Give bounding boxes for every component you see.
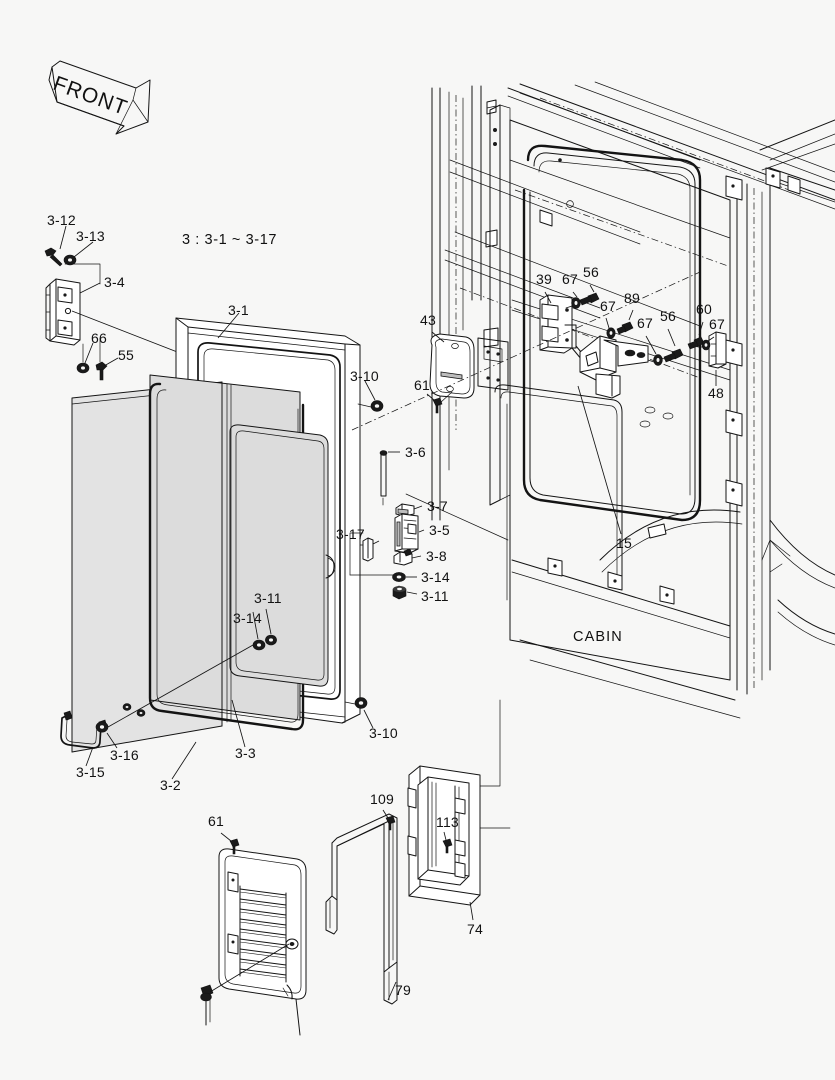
callout-3-15: 3-15 [76, 764, 105, 780]
bolt-56-a-icon [579, 292, 600, 306]
latch-3-5-icon [394, 513, 419, 554]
callout-56-b: 56 [660, 308, 676, 324]
callout-66: 66 [91, 330, 107, 346]
weatherstrip-15 [522, 144, 702, 522]
callout-67-d: 67 [709, 316, 725, 332]
screw-113-icon [442, 838, 453, 854]
callout-3-11-latch: 3-11 [421, 588, 449, 604]
washer-3-14-glass-icon [252, 639, 266, 651]
hinge-assembly-3-4 [45, 278, 81, 346]
glass-seal-3-3 [148, 382, 305, 731]
callout-3-5: 3-5 [429, 522, 450, 538]
clip-3-7-icon [395, 503, 415, 517]
callout-3-8: 3-8 [426, 548, 447, 564]
callout-3-1: 3-1 [228, 302, 249, 318]
washer-3-13-icon [63, 254, 77, 266]
callout-3-2: 3-2 [160, 777, 181, 793]
callout-3-11-glass: 3-11 [254, 590, 282, 606]
callout-60: 60 [696, 301, 712, 317]
lock-bolt-icon [200, 984, 214, 1026]
vent-panel [218, 848, 307, 1036]
washer-67-a-icon [571, 297, 581, 309]
callout-48: 48 [708, 385, 724, 401]
washer-66-icon [76, 362, 90, 374]
cabin-section-label: CABIN [573, 629, 623, 645]
callout-3-13: 3-13 [76, 228, 105, 244]
nut-3-11-glass-icon [265, 634, 277, 646]
callout-3-10-top: 3-10 [350, 368, 379, 384]
callout-74: 74 [467, 921, 483, 937]
callout-89: 89 [624, 290, 640, 306]
callout-3-16: 3-16 [110, 747, 139, 763]
callout-3-14-glass: 3-14 [233, 610, 262, 626]
assembly-note: 3 : 3-1 ~ 3-17 [182, 232, 278, 248]
callout-3-17: 3-17 [336, 526, 365, 542]
callout-56-a: 56 [583, 264, 599, 280]
nut-3-16-icon [95, 721, 109, 733]
callout-3-6: 3-6 [405, 444, 426, 460]
washer-67-d-icon [701, 339, 711, 351]
washer-3-14-latch-icon [392, 572, 406, 582]
callout-3-12: 3-12 [47, 212, 76, 228]
screw-61-vent-icon [229, 838, 240, 855]
door-glass-pane-inner [229, 424, 336, 687]
latch-arm [564, 324, 649, 399]
striker-39 [539, 294, 573, 354]
callout-3-3: 3-3 [235, 745, 256, 761]
seal-strip-79 [325, 813, 398, 1005]
callout-67-c: 67 [637, 315, 653, 331]
nut-3-11-latch-icon [392, 585, 407, 600]
callout-67-a: 67 [562, 271, 578, 287]
callout-55: 55 [118, 347, 134, 363]
callout-39: 39 [536, 271, 552, 287]
callout-3-10-bottom: 3-10 [369, 725, 398, 741]
screw-109-icon [385, 815, 396, 831]
nut-3-10-top-icon [370, 400, 384, 412]
callout-79: 79 [395, 982, 411, 998]
washer-67-c-icon [653, 354, 663, 366]
bracket-3-8-icon [393, 548, 413, 566]
cover-plate-43 [429, 333, 475, 399]
screw-61-cover-icon [432, 397, 443, 414]
callout-3-4: 3-4 [104, 274, 125, 290]
bolt-60-icon [687, 336, 705, 350]
callout-3-14-latch: 3-14 [421, 569, 450, 585]
nut-3-10-bottom-icon [354, 697, 368, 709]
callout-15: 15 [616, 535, 632, 551]
bolt-3-12-icon [44, 247, 63, 267]
callout-61-vent: 61 [208, 813, 224, 829]
callout-3-7: 3-7 [427, 498, 448, 514]
callout-109: 109 [370, 791, 394, 807]
front-arrow-icon [48, 60, 151, 135]
washer-67-b-icon [606, 327, 616, 339]
bolt-56-b-icon [663, 348, 684, 363]
callout-61-cover: 61 [414, 377, 430, 393]
pin-3-6-icon [379, 450, 388, 497]
callout-67-b: 67 [600, 298, 616, 314]
striker-3-17-icon [362, 537, 374, 562]
callout-113: 113 [436, 814, 459, 830]
catch-48-icon [708, 331, 727, 369]
bolt-89-icon [616, 321, 634, 335]
bolt-55-icon [95, 361, 108, 381]
box-frame-74 [407, 765, 481, 906]
callout-43: 43 [420, 312, 436, 328]
